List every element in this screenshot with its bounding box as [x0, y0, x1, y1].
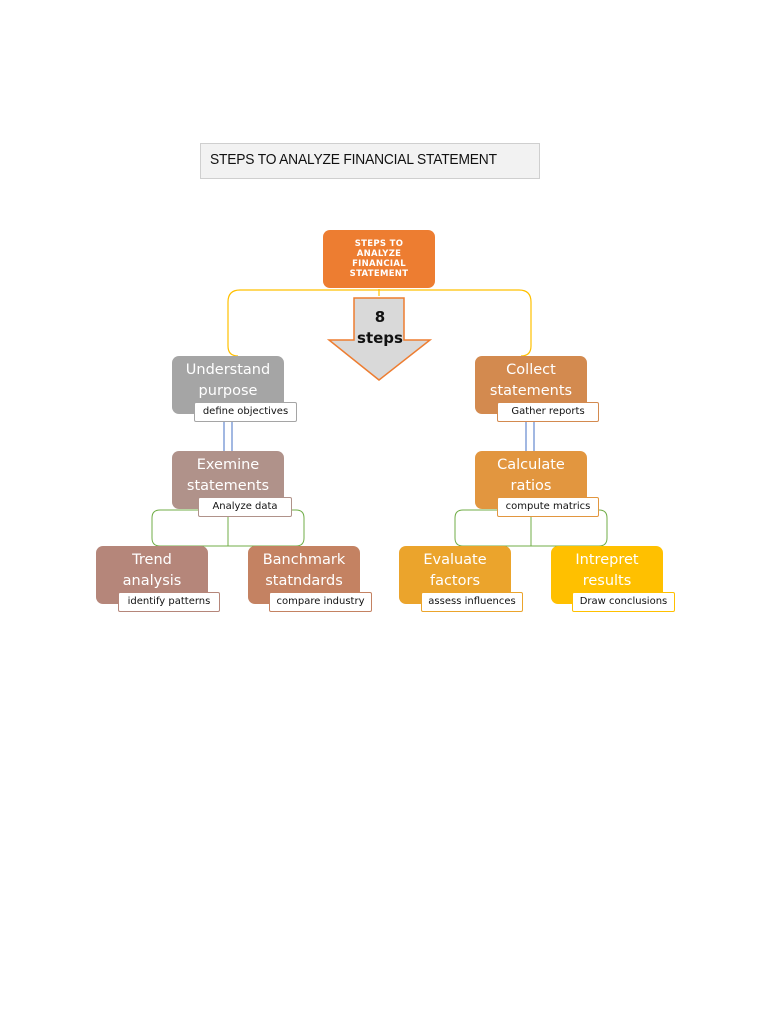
tag-define-objectives: define objectives [194, 402, 297, 422]
tag-compute-matrics: compute matrics [497, 497, 599, 517]
diagram-title: STEPS TO ANALYZE FINANCIAL STATEMENT [210, 151, 497, 168]
node-benchmark-line1: Banchmark [262, 552, 346, 568]
node-understand-line2: purpose [198, 383, 258, 399]
tag-assess-influences: assess influences [421, 592, 523, 612]
node-calculate-line1: Calculate [497, 457, 565, 473]
tag-gather-reports: Gather reports [497, 402, 599, 422]
node-interpret-line1: Intrepret [575, 552, 639, 568]
node-trend-line2: analysis [122, 573, 182, 589]
top-bracket-connector [227, 289, 532, 357]
node-examine-line1: Exemine [196, 457, 260, 473]
node-interpret-line2: results [582, 573, 632, 589]
tag-compare-industry: compare industry [269, 592, 372, 612]
root-node-label: STEPS TO ANALYZE FINANCIAL STATEMENT [349, 239, 409, 279]
node-examine-line2: statements [186, 478, 270, 494]
node-benchmark-line2: statndards [265, 573, 343, 589]
tag-analyze-data: Analyze data [198, 497, 292, 517]
down-arrow-shape [326, 297, 433, 381]
arrow-label: 8 steps [345, 307, 415, 349]
node-calculate-line2: ratios [510, 478, 552, 494]
arrow-label-text: steps [357, 329, 403, 347]
node-evaluate-line1: Evaluate [423, 552, 487, 568]
tag-identify-patterns: identify patterns [118, 592, 220, 612]
node-evaluate-line2: factors [429, 573, 481, 589]
node-collect-line2: statements [489, 383, 573, 399]
tag-draw-conclusions: Draw conclusions [572, 592, 675, 612]
node-collect-line1: Collect [506, 362, 556, 378]
node-trend-line1: Trend [132, 552, 172, 568]
diagram-title-box: STEPS TO ANALYZE FINANCIAL STATEMENT [200, 143, 540, 179]
root-node: STEPS TO ANALYZE FINANCIAL STATEMENT [323, 230, 435, 288]
arrow-label-number: 8 [374, 308, 386, 326]
node-understand-line1: Understand [185, 362, 271, 378]
